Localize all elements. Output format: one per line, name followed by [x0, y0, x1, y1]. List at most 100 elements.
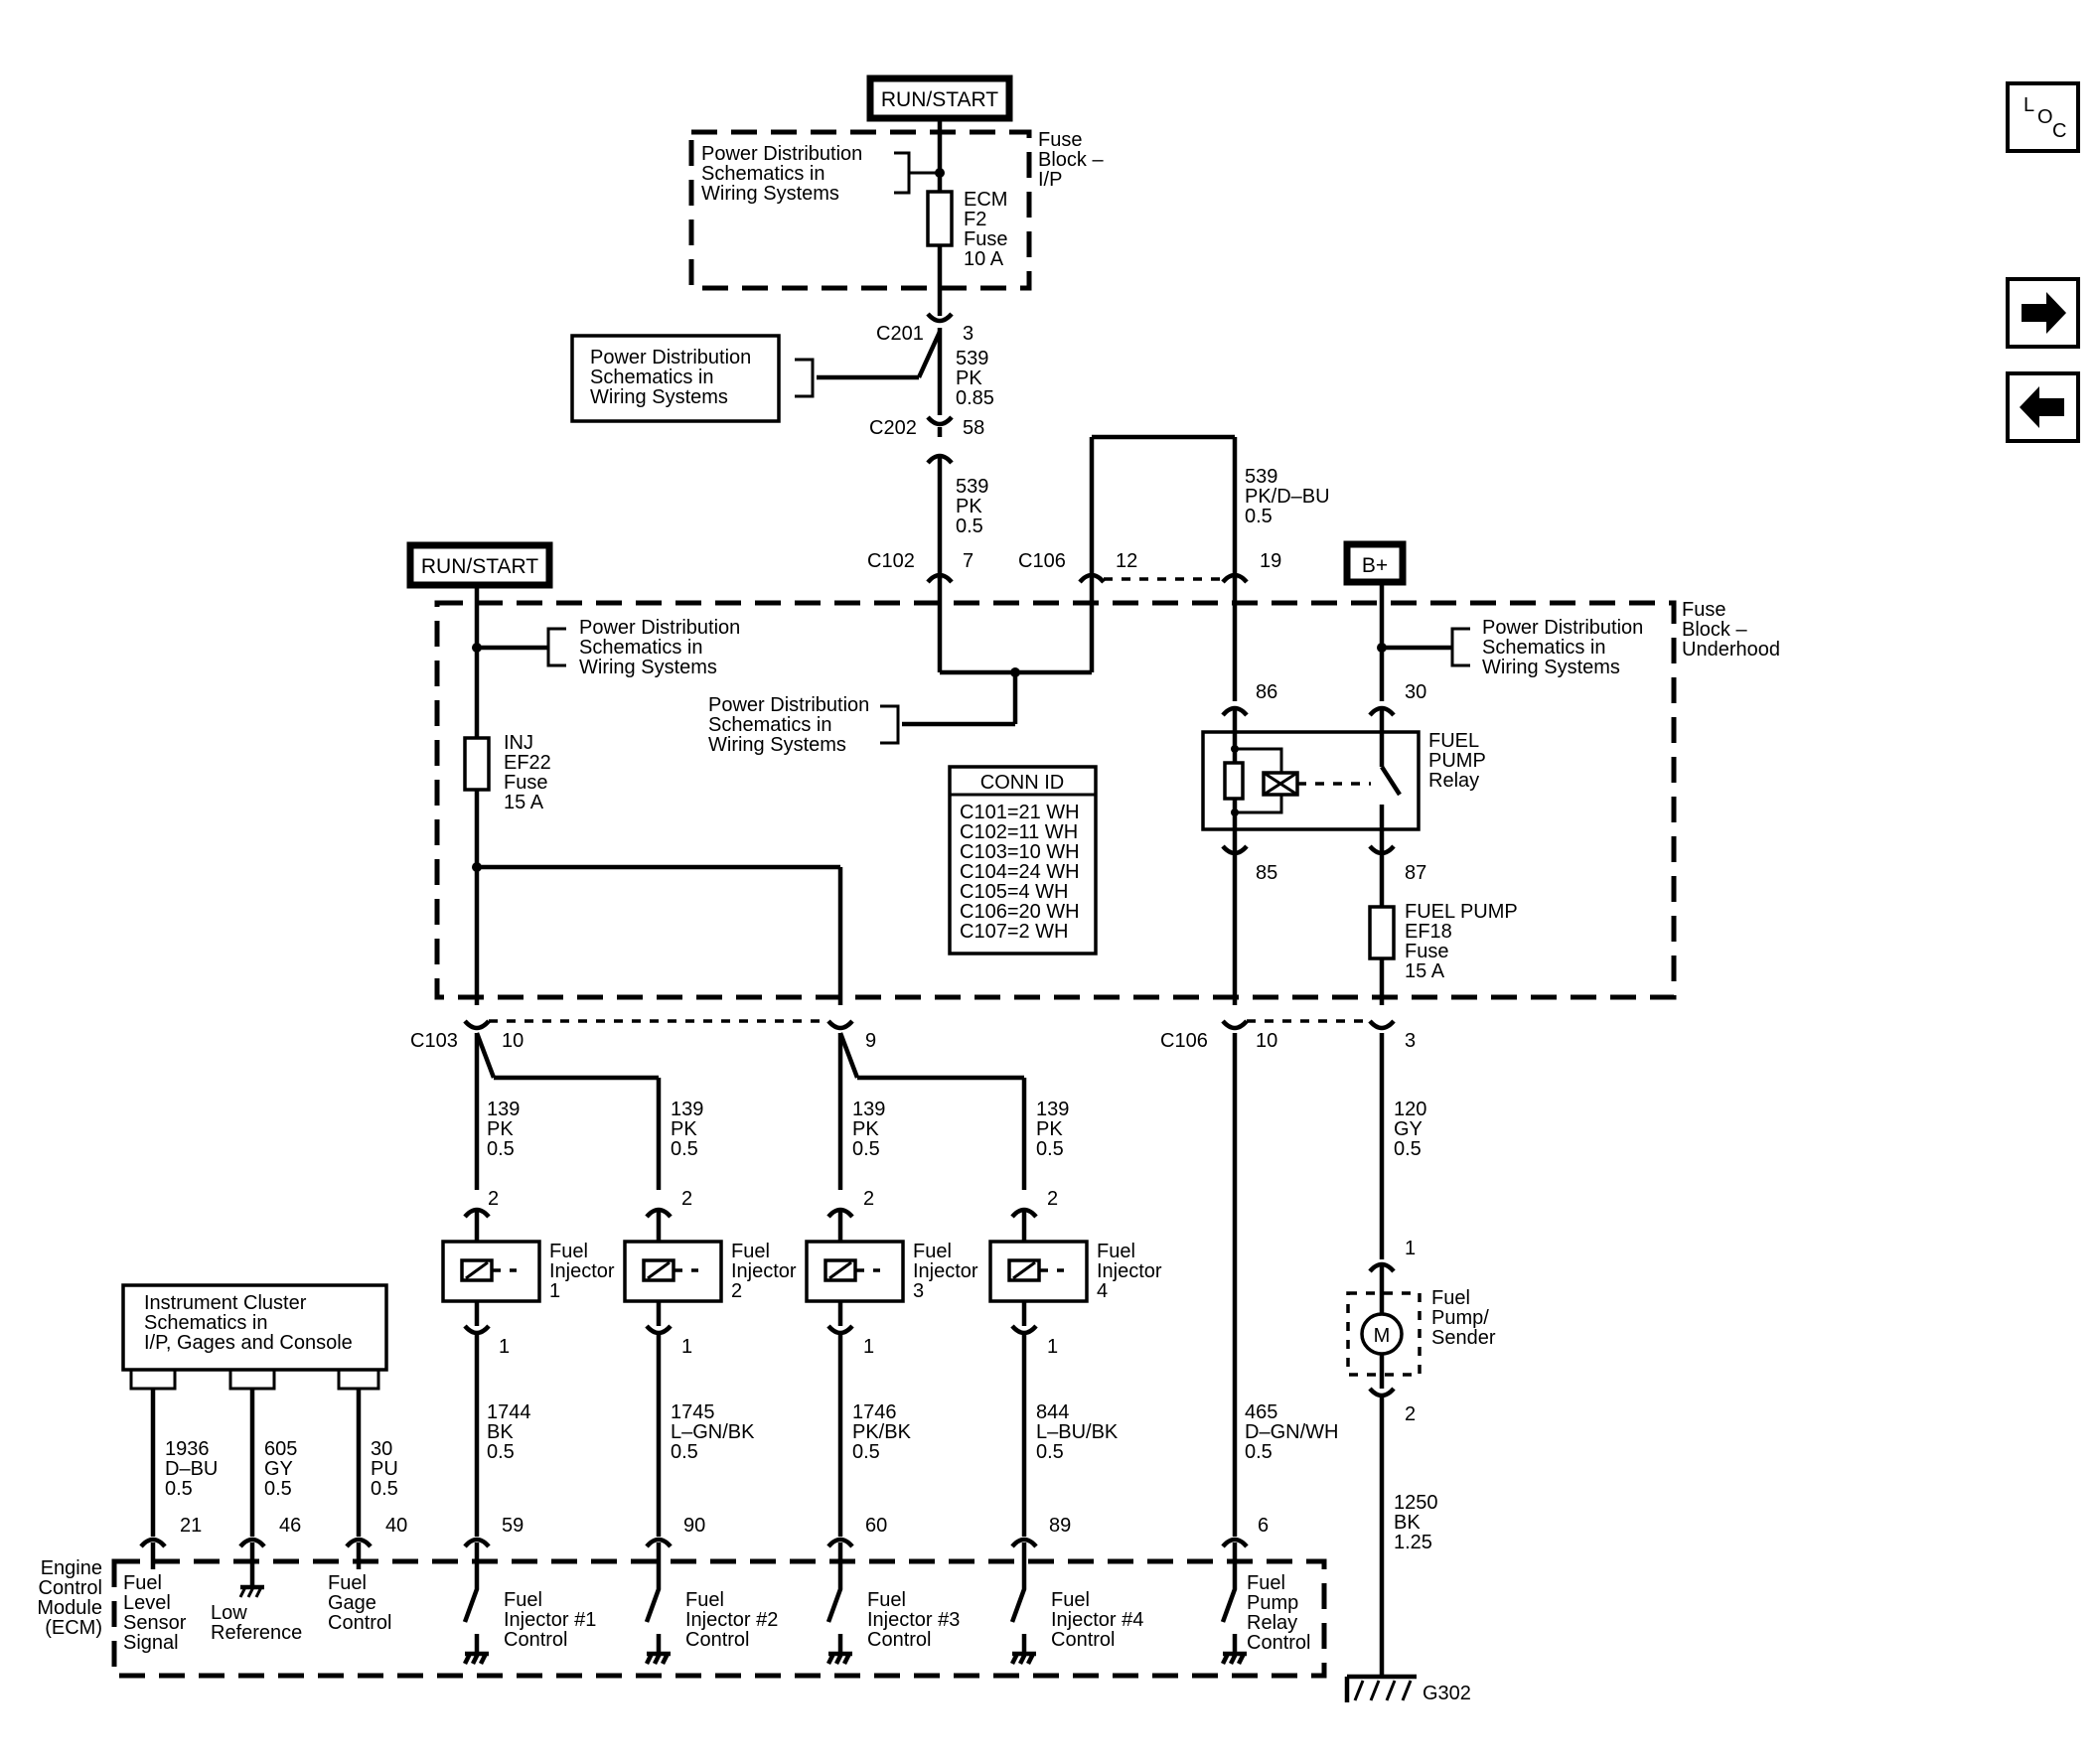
- svg-text:Fuel: Fuel: [504, 1589, 542, 1611]
- svg-text:L–BU/BK: L–BU/BK: [1036, 1421, 1119, 1443]
- svg-text:PUMP: PUMP: [1428, 750, 1486, 772]
- svg-text:Schematics in: Schematics in: [144, 1312, 268, 1334]
- svg-text:Control: Control: [867, 1629, 931, 1651]
- c106-top-pin-b: 19: [1260, 550, 1281, 572]
- svg-text:FUEL PUMP: FUEL PUMP: [1405, 901, 1518, 923]
- c202-label: C202: [869, 417, 917, 439]
- svg-text:Level: Level: [123, 1592, 171, 1614]
- location-button[interactable]: L O C: [2006, 81, 2080, 153]
- svg-text:Block –: Block –: [1682, 619, 1747, 641]
- svg-text:Wiring Systems: Wiring Systems: [701, 183, 839, 205]
- svg-text:Control: Control: [504, 1629, 567, 1651]
- loc-letter-c: C: [2052, 120, 2066, 142]
- svg-text:FUEL: FUEL: [1428, 730, 1479, 752]
- svg-text:539: 539: [956, 348, 988, 369]
- wire-120-gy: 120 GY 0.5: [1394, 1099, 1426, 1160]
- inj-fuse-label: INJ EF22 Fuse 15 A: [504, 732, 551, 813]
- c106-bottom-label: C106: [1160, 1030, 1208, 1052]
- ecm-pin-60: 60: [865, 1515, 887, 1537]
- c106-top-label: C106: [1018, 550, 1066, 572]
- previous-page-button[interactable]: [2006, 371, 2080, 443]
- svg-text:Injector #4: Injector #4: [1051, 1609, 1143, 1631]
- svg-text:1: 1: [499, 1336, 510, 1358]
- conn-id-rows: C101=21 WH C102=11 WH C103=10 WH C104=24…: [960, 802, 1080, 943]
- svg-text:Injector #2: Injector #2: [685, 1609, 778, 1631]
- c106-top-pin-a: 12: [1116, 550, 1137, 572]
- wire-1744-bk: 1744 BK 0.5: [487, 1401, 531, 1463]
- ecm-pin-40: 40: [385, 1515, 407, 1537]
- svg-text:Schematics in: Schematics in: [579, 637, 703, 659]
- svg-text:1250: 1250: [1394, 1492, 1438, 1514]
- fuel-injector-4: 2 1 Fuel Injector 4: [988, 1188, 1162, 1358]
- c103-pin-9: 9: [865, 1030, 876, 1052]
- relay-pin-30: 30: [1405, 681, 1426, 703]
- fuel-injector-2: 2 1 Fuel Injector 2: [623, 1188, 797, 1358]
- svg-text:Fuel: Fuel: [1051, 1589, 1090, 1611]
- svg-text:Control: Control: [1247, 1632, 1310, 1654]
- ecm-pin-21: 21: [180, 1515, 202, 1537]
- c103-pin10-connector-icon: [463, 1019, 491, 1031]
- svg-text:1746: 1746: [852, 1401, 897, 1423]
- svg-text:1744: 1744: [487, 1401, 531, 1423]
- svg-text:0.5: 0.5: [1036, 1441, 1064, 1463]
- wire-139-inj4: 139 PK 0.5: [1036, 1099, 1069, 1160]
- svg-text:PK: PK: [1036, 1118, 1063, 1140]
- svg-text:0.5: 0.5: [956, 515, 983, 537]
- svg-text:Injector #1: Injector #1: [504, 1609, 596, 1631]
- svg-text:1: 1: [549, 1280, 560, 1302]
- svg-text:C103=10 WH: C103=10 WH: [960, 841, 1080, 863]
- wire-844-lbubk: 844 L–BU/BK 0.5: [1036, 1401, 1119, 1463]
- fuse-block-ip-outline: [688, 129, 1032, 291]
- low-reference-ground-icon: [238, 1543, 264, 1598]
- c102-label: C102: [867, 550, 915, 572]
- wire-1936-dbu: 1936 D–BU 0.5: [165, 1438, 218, 1500]
- svg-text:Fuse: Fuse: [504, 772, 547, 794]
- svg-text:139: 139: [852, 1099, 885, 1120]
- battery-b-plus-box: [1343, 540, 1407, 586]
- arrow-left-icon: [2020, 386, 2064, 428]
- run-start-left-label: RUN/START: [421, 555, 538, 578]
- ecm-fuse-f2: [926, 190, 954, 247]
- svg-text:Schematics in: Schematics in: [590, 367, 714, 388]
- ecm-low-reference: Low Reference: [211, 1602, 302, 1644]
- c201-pin: 3: [963, 323, 974, 345]
- fuse-block-ip-label: Fuse Block – I/P: [1038, 129, 1104, 191]
- svg-text:Reference: Reference: [211, 1622, 302, 1644]
- svg-text:Wiring Systems: Wiring Systems: [579, 657, 717, 678]
- c202-connector-icon: [926, 415, 954, 427]
- svg-text:Fuse: Fuse: [1405, 941, 1448, 962]
- svg-text:0.5: 0.5: [371, 1478, 398, 1500]
- svg-text:0.5: 0.5: [852, 1441, 880, 1463]
- ecm-injector-1-control: Fuel Injector #1 Control: [504, 1589, 596, 1651]
- svg-text:Fuel: Fuel: [549, 1241, 588, 1262]
- svg-text:I/P: I/P: [1038, 169, 1062, 191]
- svg-text:465: 465: [1245, 1401, 1277, 1423]
- ecm-fuel-pump-relay-control: Fuel Pump Relay Control: [1247, 1572, 1310, 1654]
- svg-text:L–GN/BK: L–GN/BK: [671, 1421, 755, 1443]
- svg-text:C105=4 WH: C105=4 WH: [960, 881, 1069, 903]
- wire-1250-bk: 1250 BK 1.25: [1394, 1492, 1438, 1553]
- relay-pin-86: 86: [1256, 681, 1277, 703]
- svg-text:0.85: 0.85: [956, 387, 994, 409]
- svg-text:0.5: 0.5: [671, 1138, 698, 1160]
- svg-text:Fuel: Fuel: [731, 1241, 770, 1262]
- fuse-block-underhood-outline: [434, 600, 1677, 1000]
- next-page-button[interactable]: [2006, 277, 2080, 349]
- svg-text:Power Distribution: Power Distribution: [590, 347, 751, 368]
- svg-text:0.5: 0.5: [165, 1478, 193, 1500]
- splice-ref-box: [570, 334, 781, 423]
- ground-g302-label: G302: [1423, 1683, 1471, 1704]
- svg-text:Injector: Injector: [1097, 1260, 1162, 1282]
- wire-539-pk-085: 539 PK 0.85: [956, 348, 994, 409]
- ip-ref-bracket: [894, 151, 940, 195]
- svg-text:139: 139: [671, 1099, 703, 1120]
- svg-text:Engine: Engine: [41, 1557, 102, 1579]
- svg-text:4: 4: [1097, 1280, 1108, 1302]
- c201-connector-icon: [926, 312, 954, 324]
- ecm-label: Engine Control Module (ECM): [37, 1557, 102, 1639]
- svg-text:1.25: 1.25: [1394, 1532, 1432, 1553]
- svg-text:Fuel: Fuel: [913, 1241, 952, 1262]
- ecm-fuel-gage-control: Fuel Gage Control: [328, 1572, 391, 1634]
- svg-text:BK: BK: [1394, 1512, 1421, 1534]
- svg-text:PK/D–BU: PK/D–BU: [1245, 486, 1330, 508]
